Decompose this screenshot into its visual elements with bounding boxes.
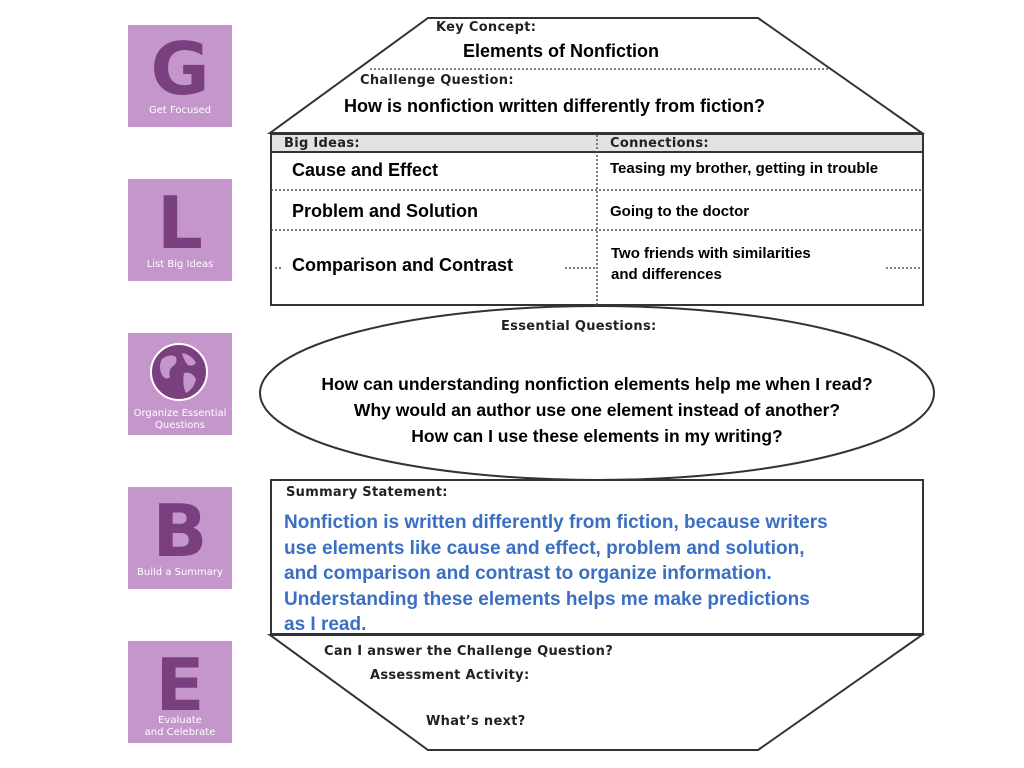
essential-question: How can I use these elements in my writi… bbox=[411, 426, 783, 446]
tile-caption: Get Focused bbox=[148, 105, 212, 116]
assessment-activity-label: Assessment Activity: bbox=[370, 668, 530, 683]
tile-organize-essential-questions: Organize Essential Questions bbox=[128, 333, 232, 435]
tile-caption-line2: and Celebrate bbox=[144, 727, 216, 738]
essential-question: How can understanding nonfiction element… bbox=[321, 374, 873, 394]
tile-caption-line1: Organize Essential bbox=[133, 408, 227, 419]
tile-build-summary: B Build a Summary bbox=[128, 487, 232, 589]
connections-label: Connections: bbox=[610, 136, 709, 151]
key-concept-label: Key Concept: bbox=[436, 20, 537, 35]
connection-item: Teasing my brother, getting in trouble bbox=[610, 160, 879, 177]
essential-questions-label: Essential Questions: bbox=[501, 319, 657, 334]
summary-label: Summary Statement: bbox=[286, 485, 448, 500]
big-idea-item: Comparison and Contrast bbox=[292, 255, 514, 275]
key-concept-value: Elements of Nonfiction bbox=[463, 41, 660, 61]
challenge-prompt: Can I answer the Challenge Question? bbox=[324, 644, 614, 659]
tile-caption-line1: Evaluate bbox=[158, 715, 202, 726]
tile-list-big-ideas: L List Big Ideas bbox=[128, 179, 232, 281]
challenge-question-value: How is nonfiction written differently fr… bbox=[344, 96, 765, 116]
connection-item: and differences bbox=[611, 266, 722, 283]
summary-line: Understanding these elements helps me ma… bbox=[284, 588, 810, 610]
tile-caption: List Big Ideas bbox=[146, 259, 214, 270]
tile-letter: E bbox=[155, 643, 205, 727]
challenge-question-label: Challenge Question: bbox=[360, 73, 514, 88]
summary-line: and comparison and contrast to organize … bbox=[284, 563, 772, 584]
tile-letter: B bbox=[152, 489, 208, 573]
connection-item: Two friends with similarities bbox=[611, 245, 811, 262]
whats-next-label: What’s next? bbox=[426, 714, 526, 729]
connection-item: Going to the doctor bbox=[610, 203, 750, 220]
summary-line: Nonfiction is written differently from f… bbox=[284, 512, 828, 533]
tile-evaluate-celebrate: E Evaluate and Celebrate bbox=[128, 641, 232, 743]
essential-question: Why would an author use one element inst… bbox=[353, 400, 841, 420]
big-idea-item: Cause and Effect bbox=[292, 160, 439, 180]
tile-caption: Build a Summary bbox=[137, 567, 223, 578]
tile-letter: L bbox=[157, 181, 203, 265]
big-ideas-label: Big Ideas: bbox=[284, 136, 360, 151]
tile-caption-line2: Questions bbox=[155, 420, 205, 431]
big-idea-item: Problem and Solution bbox=[292, 201, 479, 221]
tile-get-focused: G Get Focused bbox=[128, 25, 232, 127]
tile-letter: G bbox=[150, 27, 210, 111]
summary-statement: Nonfiction is written differently from f… bbox=[284, 510, 914, 638]
summary-line: as I read. bbox=[284, 614, 367, 635]
summary-line: use elements like cause and effect, prob… bbox=[284, 537, 805, 559]
globe-icon bbox=[150, 343, 208, 401]
